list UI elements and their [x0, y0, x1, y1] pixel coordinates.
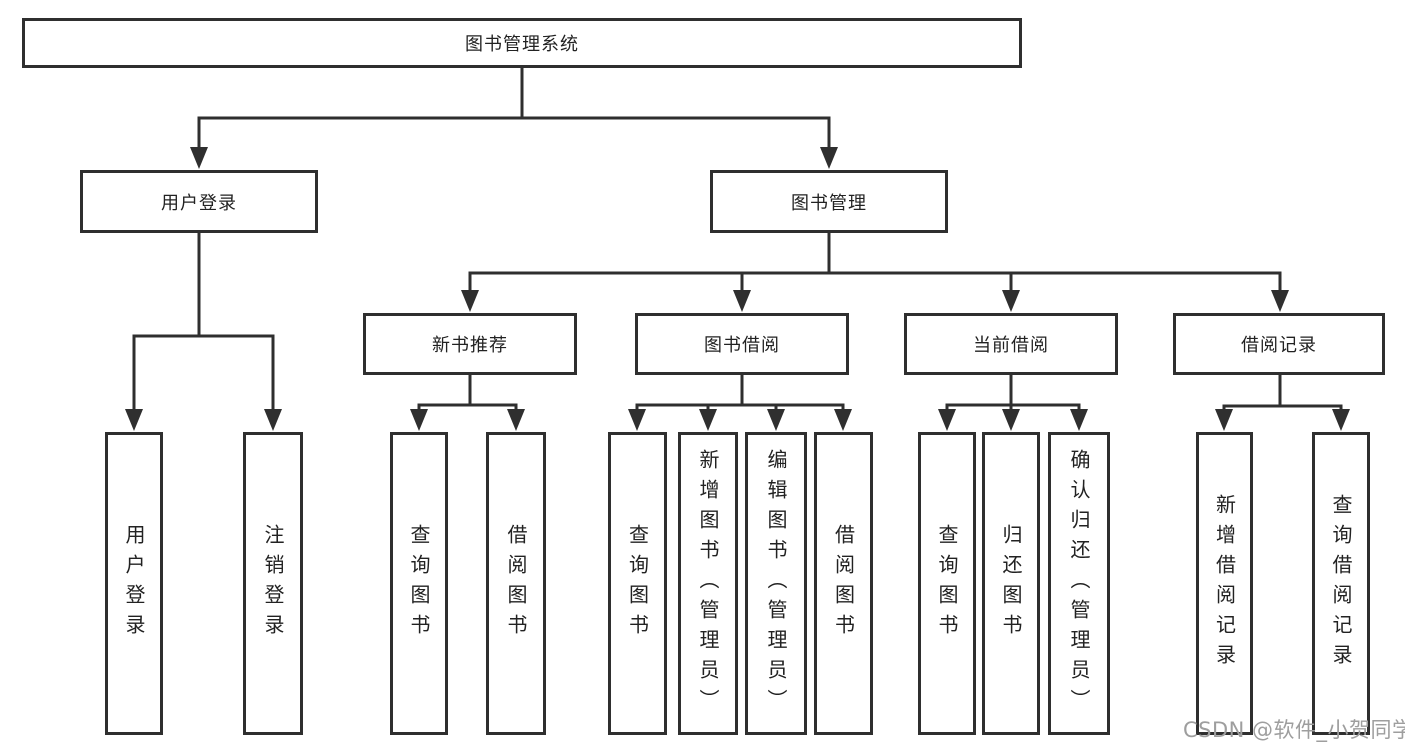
leaf-borrowing-add-books-admin: 新增图书（管理员）: [678, 432, 738, 735]
leaf-label: 查询图书: [935, 523, 959, 644]
node-book-borrowing: 图书借阅: [635, 313, 849, 375]
leaf-current-confirm-return-admin: 确认归还（管理员）: [1048, 432, 1110, 735]
node-label: 借阅记录: [1241, 335, 1317, 356]
leaf-borrowing-query-books: 查询图书: [608, 432, 667, 735]
leaf-label: 借阅图书: [504, 523, 528, 644]
leaf-label: 新增图书（管理员）: [696, 448, 720, 719]
node-label: 用户登录: [161, 192, 237, 214]
node-label: 图书借阅: [704, 335, 780, 356]
leaf-label: 查询图书: [407, 523, 431, 644]
leaf-borrowing-edit-books-admin: 编辑图书（管理员）: [745, 432, 807, 735]
node-book-management: 图书管理: [710, 170, 948, 233]
node-label: 当前借阅: [973, 335, 1049, 356]
leaf-current-query-books: 查询图书: [918, 432, 976, 735]
node-label: 新书推荐: [432, 335, 508, 356]
node-label: 图书管理系统: [465, 34, 579, 55]
leaf-records-query-record: 查询借阅记录: [1312, 432, 1370, 735]
leaf-label: 查询借阅记录: [1329, 493, 1353, 674]
leaf-label: 注销登录: [261, 523, 285, 644]
leaf-label: 归还图书: [999, 523, 1023, 644]
node-user-login: 用户登录: [80, 170, 318, 233]
leaf-label: 查询图书: [625, 523, 650, 644]
leaf-newbooks-borrow-books: 借阅图书: [486, 432, 546, 735]
leaf-label: 用户登录: [122, 523, 146, 644]
leaf-current-return-books: 归还图书: [982, 432, 1040, 735]
node-current-borrowing: 当前借阅: [904, 313, 1118, 375]
leaf-borrowing-borrow-books: 借阅图书: [814, 432, 873, 735]
node-library-management-system: 图书管理系统: [22, 18, 1022, 68]
leaf-logout-login: 注销登录: [243, 432, 303, 735]
leaf-label: 借阅图书: [831, 523, 856, 644]
node-borrowing-records: 借阅记录: [1173, 313, 1385, 375]
leaf-label: 新增借阅记录: [1212, 493, 1237, 674]
watermark-csdn: CSDN @软件_小贺同学: [1183, 718, 1405, 742]
leaf-label: 编辑图书（管理员）: [764, 448, 788, 719]
node-new-book-recommendation: 新书推荐: [363, 313, 577, 375]
leaf-user-login: 用户登录: [105, 432, 163, 735]
leaf-label: 确认归还（管理员）: [1067, 448, 1091, 719]
leaf-records-add-record: 新增借阅记录: [1196, 432, 1253, 735]
leaf-newbooks-query-books: 查询图书: [390, 432, 448, 735]
node-label: 图书管理: [791, 192, 867, 214]
